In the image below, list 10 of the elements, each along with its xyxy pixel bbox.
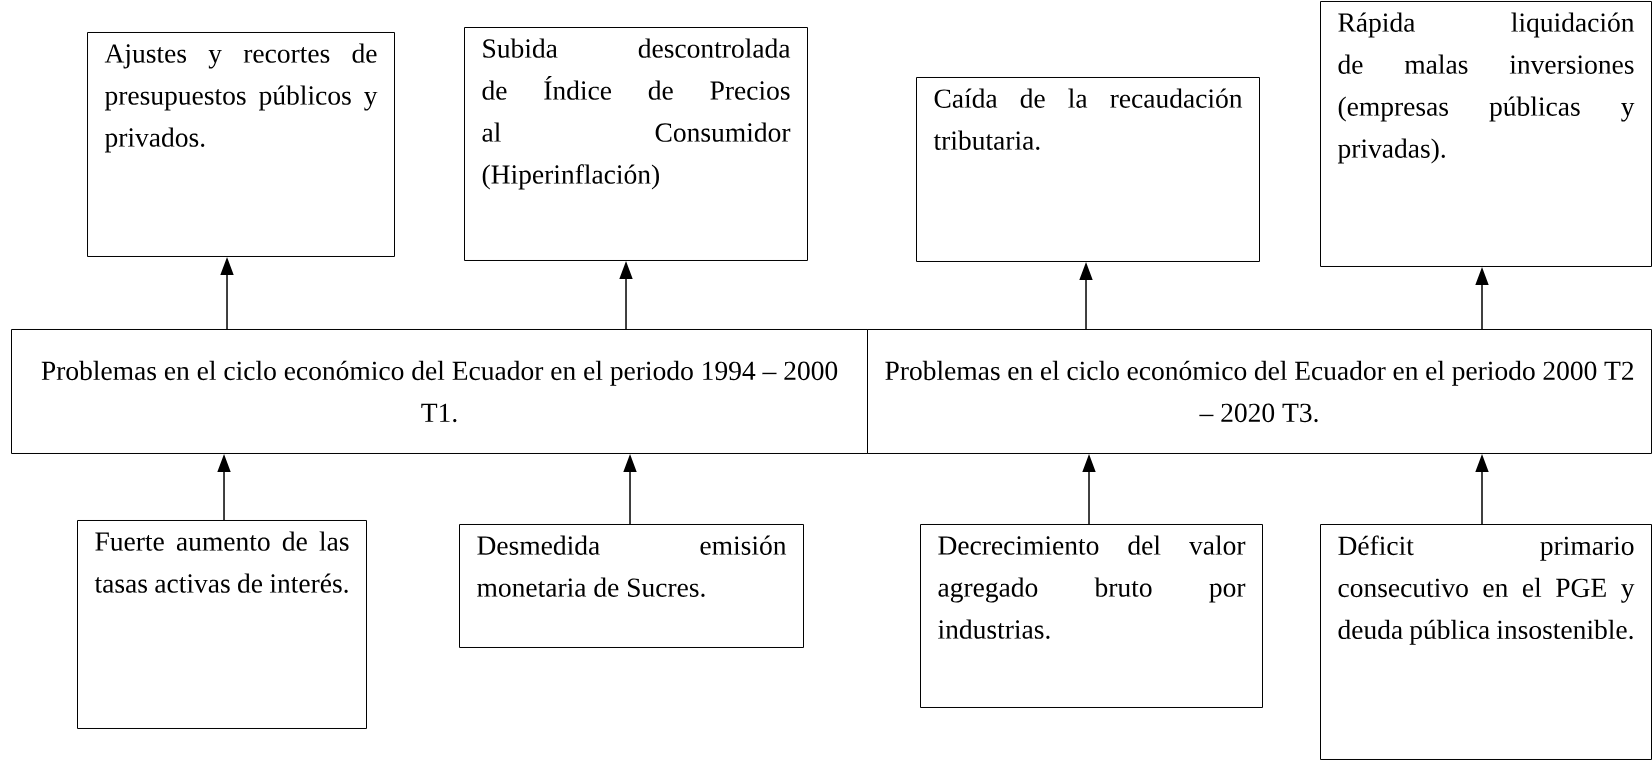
text-box: Fuerte aumento de las tasas activas de interés. <box>77 520 367 729</box>
text-box: Ajustes y recortes de presupuestos públicos y privados. <box>87 32 395 257</box>
text-box: Desmedida emisión monetaria de Sucres. <box>459 524 804 648</box>
text-box: Decrecimiento del valor agregado bruto por industrias. <box>920 524 1263 708</box>
text-box: Caída de la recaudación tributaria. <box>916 77 1260 262</box>
text-box: Subida descontrolada de Índice de Precios al Consumidor (Hiperinflación) <box>464 27 808 261</box>
topic-box: Problemas en el ciclo económico del Ecuador en el periodo 1994 – 2000 T1. <box>11 329 868 454</box>
topic-box: Problemas en el ciclo económico del Ecuador en el periodo 2000 T2 – 2020 T3. <box>867 329 1652 454</box>
text-box: Déficit primario consecutivo en el PGE y deuda pública insostenible. <box>1320 524 1652 760</box>
text-box: Rápida liquidación de malas inversiones (empresas públicas y privadas). <box>1320 1 1652 267</box>
